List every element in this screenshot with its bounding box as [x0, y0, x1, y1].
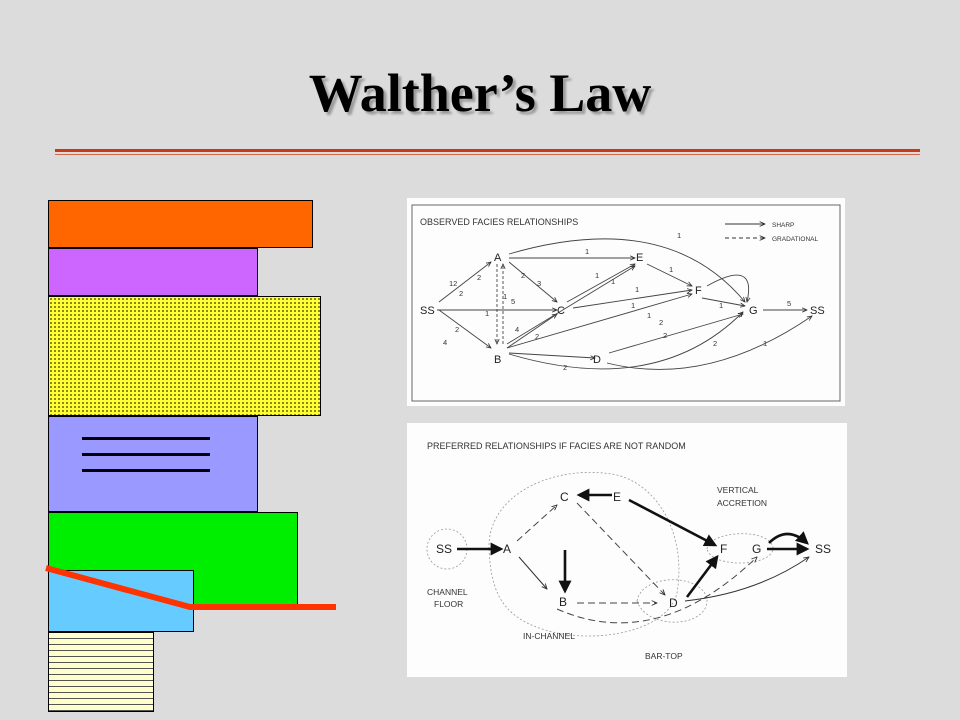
- lamination-line: [82, 453, 210, 456]
- group-channel-floor: FLOOR: [434, 599, 463, 609]
- pref-node-c: C: [560, 490, 569, 504]
- edge-label: 1: [677, 231, 681, 240]
- layer-orange: [48, 200, 313, 248]
- node-d: D: [593, 354, 601, 366]
- pref-node-g: G: [752, 542, 761, 556]
- edge-label: 4: [515, 325, 519, 334]
- edge-label: 4: [443, 338, 447, 347]
- preferred-relationships-diagram: PREFERRED RELATIONSHIPS IF FACIES ARE NO…: [407, 423, 847, 677]
- title-underline-thin: [55, 154, 920, 155]
- edge-label: 3: [537, 279, 541, 288]
- edge-label: 1: [485, 309, 489, 318]
- erosion-surface: [45, 565, 336, 610]
- legend-sharp: SHARP: [772, 222, 794, 229]
- pref-node-e: E: [613, 490, 621, 504]
- layer-purple: [48, 248, 258, 296]
- edge-label: 1: [631, 301, 635, 310]
- node-g: G: [749, 305, 758, 317]
- group-bar-top: BAR-TOP: [645, 651, 683, 661]
- pref-node-a: A: [503, 542, 511, 556]
- pref-node-b: B: [559, 595, 567, 609]
- layer-silt: [48, 632, 154, 712]
- title-underline: [55, 149, 920, 152]
- node-f: F: [695, 285, 702, 297]
- edge-label: 1: [635, 285, 639, 294]
- node-b: B: [494, 354, 501, 366]
- group-in-channel: IN-CHANNEL: [523, 631, 575, 641]
- edge-label: 2: [459, 289, 463, 298]
- layer-sand: [48, 296, 321, 416]
- edge-label: 2: [535, 332, 539, 341]
- pref-node-d: D: [669, 596, 678, 610]
- pref-node-ss: SS: [436, 542, 452, 556]
- node-e: E: [636, 252, 643, 264]
- legend-gradational: GRADATIONAL: [772, 236, 818, 243]
- pref-node-ss2: SS: [815, 542, 831, 556]
- node-c: C: [557, 305, 565, 317]
- lamination-line: [82, 437, 210, 440]
- edge-label: 1: [611, 277, 615, 286]
- edge-label: 1: [595, 271, 599, 280]
- edge-label: 12: [449, 279, 457, 288]
- edge-label: 1: [669, 265, 673, 274]
- edge-label: 1: [647, 311, 651, 320]
- edge-label: 2: [455, 325, 459, 334]
- lamination-line: [82, 469, 210, 472]
- group-vertical-accretion: ACCRETION: [717, 498, 767, 508]
- edge-label: 5: [511, 297, 515, 306]
- edge-label: 2: [659, 318, 663, 327]
- edge-label: 2: [521, 271, 525, 280]
- edge-label: 2: [663, 331, 667, 340]
- layer-laminated: [48, 416, 258, 512]
- edge-label: 1: [585, 247, 589, 256]
- group-vertical-accretion: VERTICAL: [717, 485, 759, 495]
- preferred-title: PREFERRED RELATIONSHIPS IF FACIES ARE NO…: [427, 441, 686, 451]
- edge-label: 5: [787, 299, 791, 308]
- observed-title: OBSERVED FACIES RELATIONSHIPS: [420, 217, 578, 227]
- edge-label: 2: [713, 339, 717, 348]
- edge-label: 2: [477, 273, 481, 282]
- group-channel-floor: CHANNEL: [427, 587, 468, 597]
- edge-label: 1: [763, 339, 767, 348]
- node-a: A: [494, 252, 502, 264]
- node-ss-right: SS: [810, 305, 825, 317]
- edge-label: 2: [563, 363, 567, 372]
- edge-label: 1: [503, 292, 507, 301]
- pref-node-f: F: [720, 542, 727, 556]
- observed-facies-diagram: OBSERVED FACIES RELATIONSHIPS SHARP GRAD…: [407, 198, 845, 406]
- node-ss-left: SS: [420, 305, 435, 317]
- edge-label: 1: [719, 301, 723, 310]
- slide-title: Walther’s Law: [308, 63, 652, 123]
